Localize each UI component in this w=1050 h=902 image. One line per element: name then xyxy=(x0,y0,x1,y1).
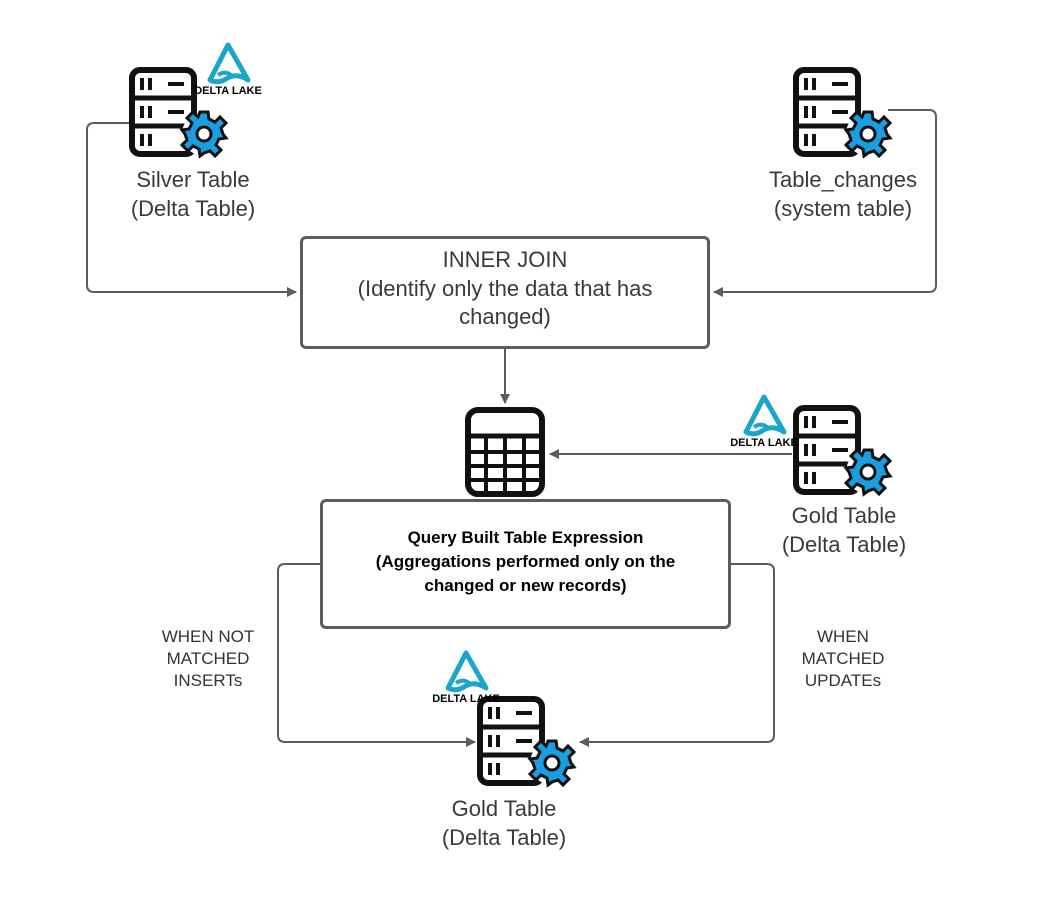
matched-line-2: MATCHED xyxy=(801,649,885,669)
delta-lake-text: DELTA LAKE xyxy=(194,85,262,97)
inner-join-desc-2: changed) xyxy=(459,304,551,330)
table-changes-label: Table_changes (system table) xyxy=(748,166,938,223)
gold-target-label: Gold Table (Delta Table) xyxy=(414,795,594,852)
delta-lake-logo: DELTA LAKE xyxy=(430,650,502,711)
inner-join-box xyxy=(300,236,710,349)
server-gear-icon xyxy=(476,695,580,796)
edge-not-matched xyxy=(277,563,476,747)
delta-lake-text: DELTA LAKE xyxy=(730,437,798,449)
silver-table-label: Silver Table (Delta Table) xyxy=(103,166,283,223)
not-matched-line-3: INSERTs xyxy=(173,671,243,691)
silver-table-subtitle: (Delta Table) xyxy=(130,195,256,221)
query-desc-1: (Aggregations performed only on the xyxy=(375,551,676,571)
delta-lake-logo: DELTA LAKE xyxy=(192,42,264,103)
gold-source-label: Gold Table (Delta Table) xyxy=(754,502,934,559)
not-matched-line-2: MATCHED xyxy=(166,649,250,669)
edge-matched xyxy=(579,563,775,747)
matched-label: WHEN MATCHED UPDATEs xyxy=(773,626,913,692)
query-desc-2: changed or new records) xyxy=(424,575,627,595)
not-matched-label: WHEN NOT MATCHED INSERTs xyxy=(138,626,278,692)
table-changes-subtitle: (system table) xyxy=(773,195,913,221)
edge-silver-to-join xyxy=(86,122,297,297)
inner-join-desc-1: (Identify only the data that has xyxy=(357,275,653,301)
gold-target-subtitle: (Delta Table) xyxy=(441,824,567,850)
server-gear-icon xyxy=(128,66,232,167)
not-matched-line-1: WHEN NOT xyxy=(161,627,255,646)
delta-lake-logo: DELTA LAKE xyxy=(728,394,800,455)
matched-line-3: UPDATEs xyxy=(804,671,882,691)
delta-lake-text: DELTA LAKE xyxy=(432,693,500,705)
table-grid-icon xyxy=(462,406,548,503)
server-gear-icon xyxy=(792,66,896,167)
inner-join-title: INNER JOIN xyxy=(442,247,568,272)
query-title: Query Built Table Expression xyxy=(407,528,644,547)
table-changes-title: Table_changes xyxy=(768,167,917,192)
server-gear-icon xyxy=(792,404,896,505)
gold-source-title: Gold Table xyxy=(791,503,897,528)
query-box xyxy=(320,499,731,629)
query-label: Query Built Table Expression (Aggregatio… xyxy=(323,526,728,597)
matched-line-1: WHEN xyxy=(817,627,869,646)
gold-source-subtitle: (Delta Table) xyxy=(781,531,907,557)
inner-join-label: INNER JOIN (Identify only the data that … xyxy=(303,246,707,332)
gold-target-title: Gold Table xyxy=(451,796,557,821)
silver-table-title: Silver Table xyxy=(136,167,250,192)
edge-changes-to-join xyxy=(713,109,937,297)
